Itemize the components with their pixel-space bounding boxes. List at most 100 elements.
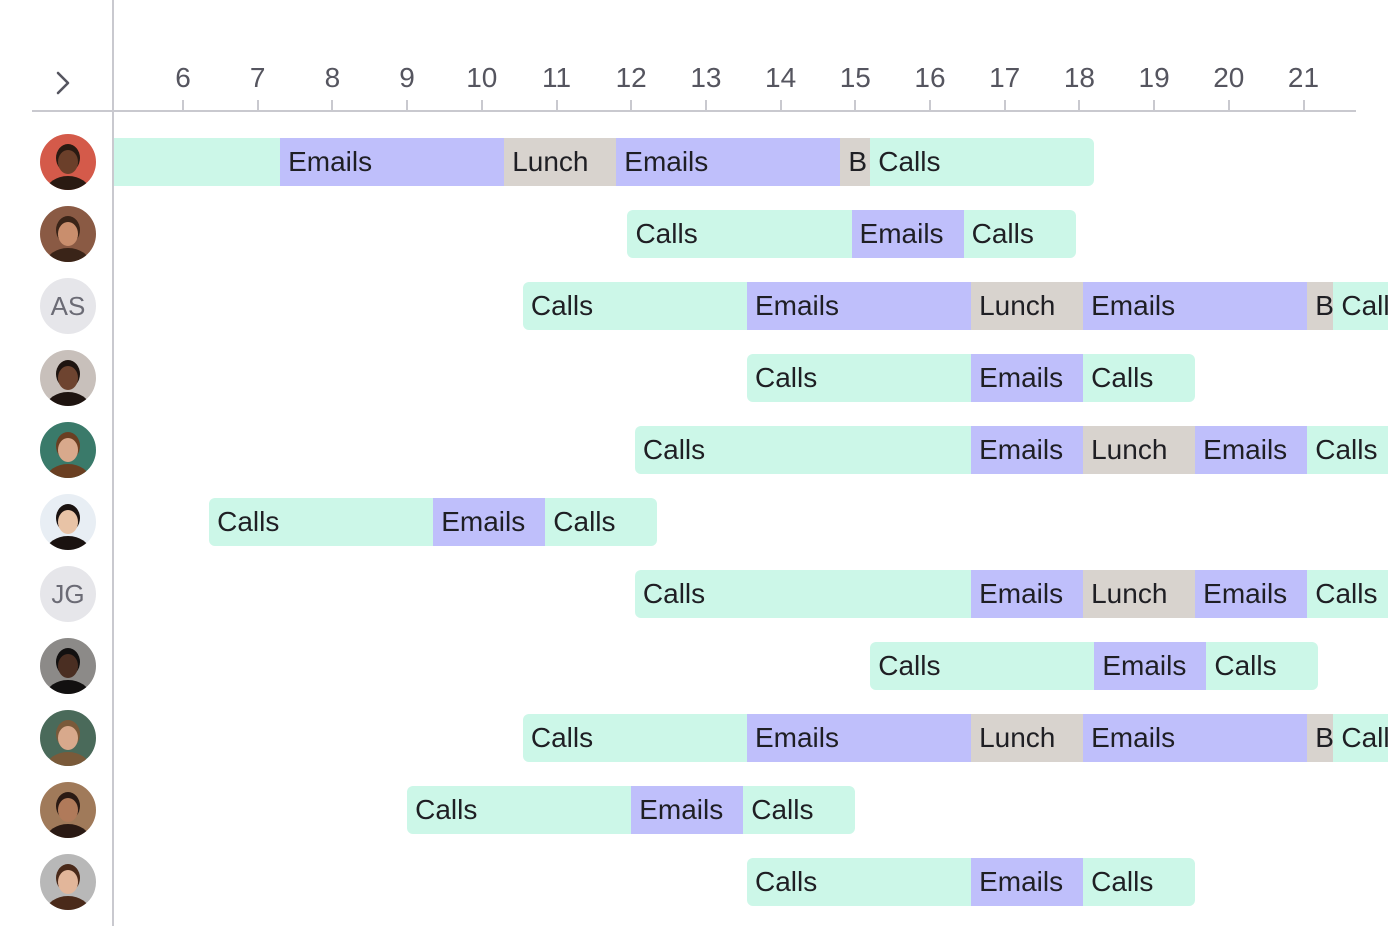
calls-segment[interactable]: Calls xyxy=(963,210,1076,258)
shift-bar[interactable]: CallsEmailsLunchEmailsBCalls xyxy=(522,714,1388,762)
emails-segment[interactable]: Emails xyxy=(971,570,1084,618)
calls-segment[interactable]: Calls xyxy=(634,570,972,618)
avatar[interactable] xyxy=(40,854,96,910)
avatar-photo xyxy=(40,494,96,550)
break-segment[interactable]: B xyxy=(840,138,871,186)
calls-segment[interactable]: Calls xyxy=(746,858,972,906)
calls-segment[interactable]: Calls xyxy=(1333,714,1388,762)
calls-segment[interactable]: Calls xyxy=(743,786,856,834)
shift-bar[interactable]: CallsEmailsLunchEmailsBCalls xyxy=(522,282,1388,330)
hour-tick-mark xyxy=(1078,100,1081,110)
calls-segment[interactable]: Calls xyxy=(209,498,434,546)
hour-tick-mark xyxy=(854,100,857,110)
emails-segment[interactable]: Emails xyxy=(1083,282,1308,330)
hour-tick-mark xyxy=(555,100,558,110)
calls-segment[interactable]: Calls xyxy=(522,282,747,330)
avatar[interactable]: JG xyxy=(40,566,96,622)
emails-segment[interactable]: Emails xyxy=(616,138,841,186)
calls-segment[interactable]: Calls xyxy=(1307,570,1388,618)
emails-segment[interactable]: Emails xyxy=(1094,642,1207,690)
emails-segment[interactable]: Emails xyxy=(971,858,1084,906)
lunch-segment[interactable]: Lunch xyxy=(1083,426,1196,474)
lunch-segment[interactable]: Lunch xyxy=(504,138,617,186)
calls-segment[interactable]: Calls xyxy=(1206,642,1319,690)
emails-segment[interactable]: Emails xyxy=(1083,714,1308,762)
lunch-segment[interactable]: Lunch xyxy=(971,714,1084,762)
hour-tick-mark xyxy=(1003,100,1006,110)
avatar-photo xyxy=(40,782,96,838)
avatar-initials: JG xyxy=(51,578,85,609)
calls-segment[interactable]: Calls xyxy=(545,498,658,546)
calls-segment[interactable]: Calls xyxy=(634,426,972,474)
resource-column-divider xyxy=(112,0,114,926)
hour-tick-label: 12 xyxy=(615,62,647,93)
hour-tick-label: 17 xyxy=(989,62,1021,93)
calls-segment[interactable]: Calls xyxy=(627,210,852,258)
avatar-photo xyxy=(40,638,96,694)
emails-segment[interactable]: Emails xyxy=(1195,570,1308,618)
emails-segment[interactable]: Emails xyxy=(280,138,505,186)
hour-tick-mark xyxy=(331,100,334,110)
avatar-photo xyxy=(40,350,96,406)
emails-segment[interactable]: Emails xyxy=(433,498,546,546)
emails-segment[interactable]: Emails xyxy=(851,210,964,258)
emails-segment[interactable]: Emails xyxy=(971,354,1084,402)
calls-segment[interactable]: Calls xyxy=(1333,282,1388,330)
hour-tick-label: 15 xyxy=(839,62,871,93)
calls-segment[interactable]: Calls xyxy=(114,138,281,186)
calls-segment[interactable]: Calls xyxy=(522,714,747,762)
emails-segment[interactable]: Emails xyxy=(746,714,972,762)
avatar[interactable] xyxy=(40,710,96,766)
emails-segment[interactable]: Emails xyxy=(631,786,744,834)
emails-segment[interactable]: Emails xyxy=(971,426,1084,474)
calls-segment[interactable]: Calls xyxy=(407,786,632,834)
avatar[interactable] xyxy=(40,206,96,262)
avatar[interactable] xyxy=(40,638,96,694)
emails-segment[interactable]: Emails xyxy=(746,282,972,330)
hour-tick-mark xyxy=(480,100,483,110)
calls-segment[interactable]: Calls xyxy=(1307,426,1388,474)
hour-tick-mark xyxy=(406,100,409,110)
calls-segment[interactable]: Calls xyxy=(1083,858,1196,906)
avatar[interactable]: AS xyxy=(40,278,96,334)
avatar[interactable] xyxy=(40,422,96,478)
emails-segment[interactable]: Emails xyxy=(1195,426,1308,474)
break-segment[interactable]: B xyxy=(1307,282,1334,330)
avatar[interactable] xyxy=(40,494,96,550)
timeline-body: CallsEmailsLunchEmailsBCallsCallsEmailsC… xyxy=(114,112,1388,926)
lunch-segment[interactable]: Lunch xyxy=(971,282,1084,330)
avatar-photo xyxy=(40,134,96,190)
expand-button[interactable] xyxy=(46,66,80,100)
calls-segment[interactable]: Calls xyxy=(746,354,972,402)
avatar[interactable] xyxy=(40,350,96,406)
avatar[interactable] xyxy=(40,782,96,838)
lunch-segment[interactable]: Lunch xyxy=(1083,570,1196,618)
hour-tick-mark xyxy=(779,100,782,110)
break-segment[interactable]: B xyxy=(1307,714,1334,762)
avatar[interactable] xyxy=(40,134,96,190)
schedule-row: CallsEmailsLunchEmailsBCalls xyxy=(114,282,1388,330)
shift-bar[interactable]: CallsEmailsLunchEmailsBCalls xyxy=(114,138,1095,186)
hour-tick-label: 13 xyxy=(690,62,722,93)
calls-segment[interactable]: Calls xyxy=(1083,354,1196,402)
calls-segment[interactable]: Calls xyxy=(870,138,1095,186)
avatar-photo xyxy=(40,710,96,766)
calls-segment[interactable]: Calls xyxy=(870,642,1095,690)
avatar-photo xyxy=(40,206,96,262)
hour-tick-mark xyxy=(1227,100,1230,110)
hour-tick-label: 18 xyxy=(1063,62,1095,93)
